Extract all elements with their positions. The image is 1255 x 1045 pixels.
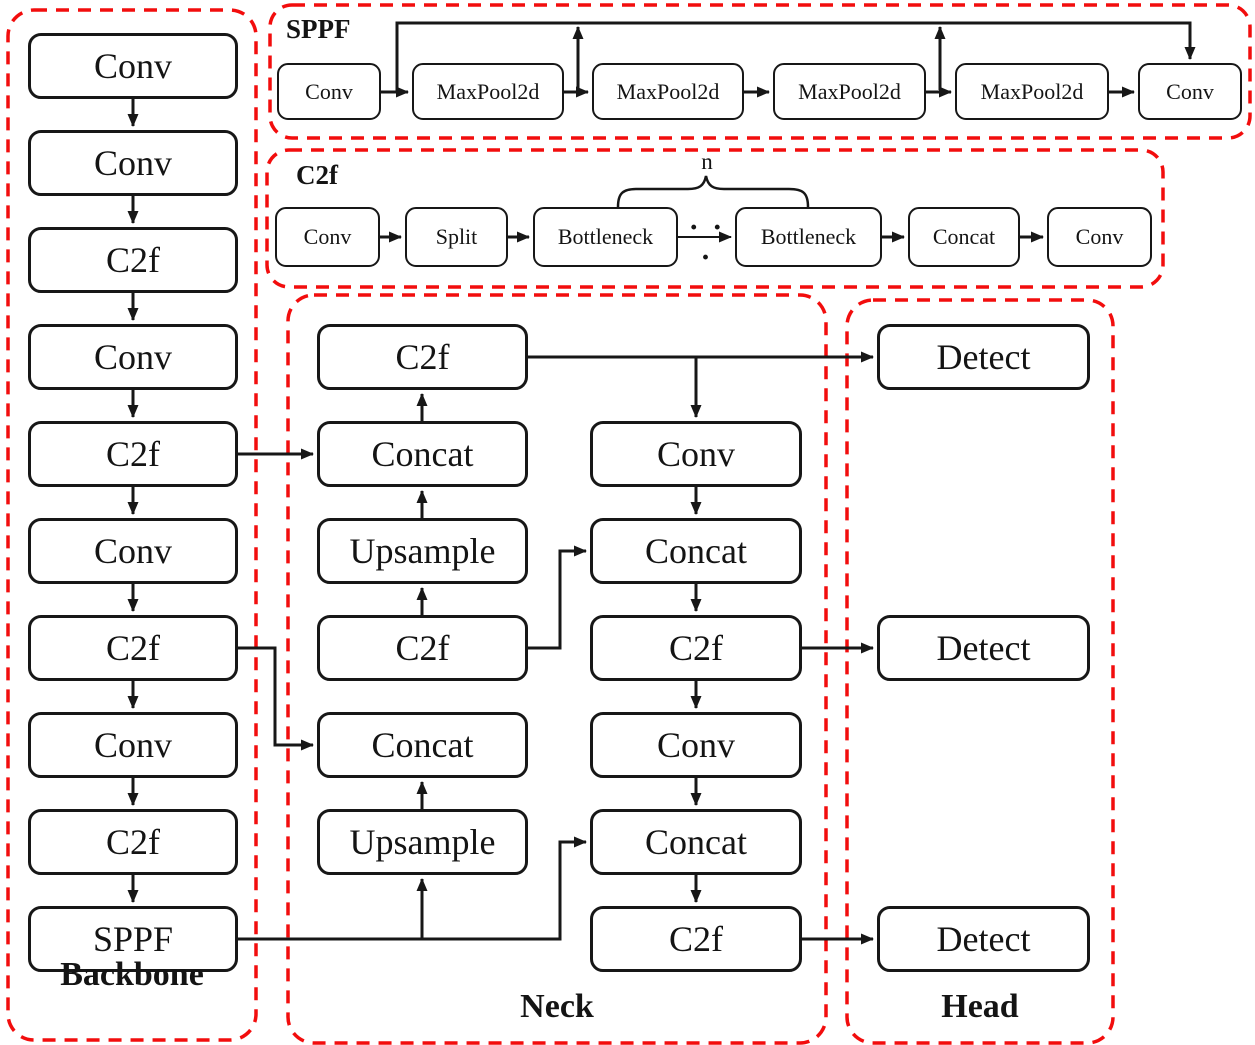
sppf-skip-line [395, 21, 1196, 92]
backbone-node-c2f-1: C2f [28, 227, 238, 293]
neck-node-conv-1: Conv [590, 421, 802, 487]
head-node-detect-3: Detect [877, 906, 1090, 972]
c2f-node-bottleneck-2: Bottleneck [735, 207, 882, 267]
c2f-node-conv-out: Conv [1047, 207, 1152, 267]
backbone-node-c2f-2: C2f [28, 421, 238, 487]
neck-node-c2f-out-bottom: C2f [590, 906, 802, 972]
c2f-detail-title: C2f [296, 160, 338, 190]
sppf-node-conv-out: Conv [1138, 63, 1242, 120]
neck-node-c2f-out-mid: C2f [590, 615, 802, 681]
neck-cross-connectors [528, 357, 702, 650]
c2f-node-split: Split [405, 207, 508, 267]
c2f-node-bottleneck-1: Bottleneck [533, 207, 678, 267]
neck-node-c2f-mid: C2f [317, 615, 528, 681]
head-node-detect-1: Detect [877, 324, 1090, 390]
neck-node-concat-4: Concat [590, 809, 802, 875]
sppf-detail-wiring [381, 21, 1196, 98]
backbone-node-conv-3: Conv [28, 324, 238, 390]
head-container [845, 298, 1115, 1045]
sppf-to-concat-connector [238, 836, 587, 941]
neck-section-label: Neck [520, 988, 594, 1025]
neck-node-concat-1: Concat [317, 421, 528, 487]
backbone-node-c2f-3: C2f [28, 615, 238, 681]
backbone-node-sppf: SPPF [28, 906, 238, 972]
backbone-node-conv-4: Conv [28, 518, 238, 584]
c2f-detail-wiring [380, 175, 1044, 243]
sppf-node-maxpool-1: MaxPool2d [412, 63, 564, 120]
c2f-detail-container [265, 148, 1165, 289]
sppf-detail-container [268, 3, 1252, 140]
c2f-node-conv-in: Conv [275, 207, 380, 267]
sppf-node-maxpool-4: MaxPool2d [955, 63, 1109, 120]
c2f-to-right-concat-connector [528, 545, 587, 650]
neck-node-c2f-top: C2f [317, 324, 528, 390]
backbone-node-conv-2: Conv [28, 130, 238, 196]
neck-node-upsample-1: Upsample [317, 518, 528, 584]
backbone-to-neck-connectors [238, 448, 587, 941]
backbone-node-conv-5: Conv [28, 712, 238, 778]
backbone-node-conv-1: Conv [28, 33, 238, 99]
neck-node-concat-2: Concat [317, 712, 528, 778]
sppf-node-maxpool-3: MaxPool2d [773, 63, 926, 120]
c2f7-to-concat-connector [238, 646, 314, 751]
c2f-node-concat: Concat [908, 207, 1020, 267]
neck-node-upsample-2: Upsample [317, 809, 528, 875]
ellipsis-label: · · · [688, 211, 726, 274]
backbone-container [6, 8, 258, 1042]
sppf-node-maxpool-2: MaxPool2d [592, 63, 744, 120]
backbone-section-label: Backbone [60, 956, 204, 993]
backbone-node-c2f-4: C2f [28, 809, 238, 875]
neck-container [286, 293, 828, 1045]
repeat-count-label: n [701, 149, 713, 174]
neck-node-concat-3: Concat [590, 518, 802, 584]
neck-to-head-connectors [528, 351, 874, 945]
head-node-detect-2: Detect [877, 615, 1090, 681]
neck-node-conv-2: Conv [590, 712, 802, 778]
head-section-label: Head [941, 988, 1019, 1025]
repeat-brace [616, 175, 810, 208]
sppf-detail-title: SPPF [286, 14, 351, 44]
sppf-node-conv-in: Conv [277, 63, 381, 120]
